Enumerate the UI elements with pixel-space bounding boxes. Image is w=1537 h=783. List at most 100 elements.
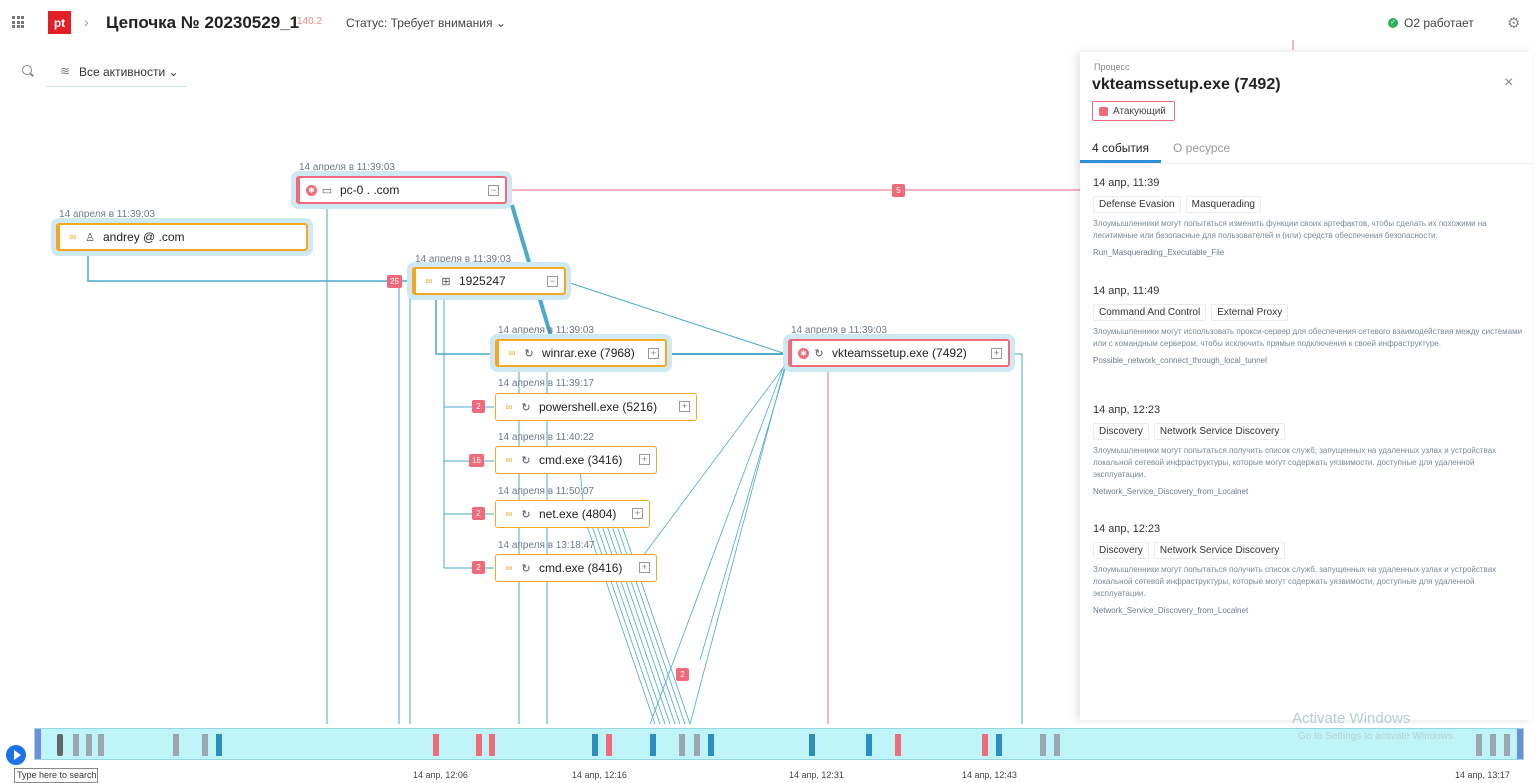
event-item[interactable]: 14 апр, 11:49 Command And Control Extern… xyxy=(1093,285,1525,365)
expand-icon[interactable]: + xyxy=(679,401,690,412)
node-pc[interactable]: ✱ ▭ pc-0 . .com − xyxy=(296,176,507,204)
process-icon: ↻ xyxy=(524,347,534,360)
node-cmd-8416[interactable]: ∞ ↻ cmd.exe (8416) + xyxy=(495,554,657,582)
timeline-event[interactable] xyxy=(202,734,208,756)
timeline-event[interactable] xyxy=(982,734,988,756)
expand-icon[interactable]: + xyxy=(648,348,659,359)
timeline-event[interactable] xyxy=(173,734,179,756)
timeline-event[interactable] xyxy=(592,734,598,756)
event-description: Злоумышленники могут попытаться получить… xyxy=(1093,446,1497,479)
edge-count-badge[interactable]: 2 xyxy=(676,668,689,681)
pt-logo[interactable]: pt xyxy=(48,11,71,34)
chevron-down-icon: ⌄ xyxy=(168,65,179,79)
edge-count-badge[interactable]: 2 xyxy=(472,400,485,413)
edge-count-badge[interactable]: 25 xyxy=(387,275,402,288)
process-icon: ↻ xyxy=(814,347,824,360)
check-circle-icon: ✓ xyxy=(1388,18,1398,28)
collapse-icon[interactable]: − xyxy=(488,185,499,196)
status-dropdown[interactable]: Статус: Требует внимания ⌄ xyxy=(346,16,506,30)
event-description: Злоумышленники могут использовать прокси… xyxy=(1093,327,1523,348)
system-status: ✓ O2 работает xyxy=(1388,16,1474,30)
score-badge: 140.2 xyxy=(297,16,323,27)
node-timestamp: 14 апреля в 11:39:03 xyxy=(59,209,155,220)
timeline-event[interactable] xyxy=(694,734,700,756)
timeline-event[interactable] xyxy=(679,734,685,756)
close-icon[interactable]: × xyxy=(1504,74,1514,91)
search-icon[interactable] xyxy=(22,65,32,75)
top-header: pt › Цепочка № 20230529_1 140.2 Статус: … xyxy=(0,0,1537,46)
user-risk-icon: ∞ xyxy=(425,275,433,287)
filter-underline xyxy=(46,86,186,87)
tab-resource[interactable]: О ресурсе xyxy=(1173,141,1231,155)
gear-icon[interactable]: ⚙ xyxy=(1507,15,1521,32)
event-description: Злоумышленники могут попытаться получить… xyxy=(1093,565,1497,598)
node-label: winrar.exe (7968) xyxy=(542,346,635,360)
timeline-event[interactable] xyxy=(73,734,79,756)
technique-tag: Masquerading xyxy=(1185,196,1261,213)
role-tag-label: Атакующий xyxy=(1113,105,1166,117)
expand-icon[interactable]: + xyxy=(639,454,650,465)
timeline-event[interactable] xyxy=(433,734,439,756)
tab-events[interactable]: 4 события xyxy=(1092,141,1150,155)
apps-grid-icon[interactable] xyxy=(12,16,24,28)
collapse-icon[interactable]: − xyxy=(547,276,558,287)
timeline-track[interactable] xyxy=(34,728,1524,760)
timeline-event[interactable] xyxy=(1504,734,1510,756)
technique-tag: Network Service Discovery xyxy=(1153,423,1286,440)
timeline-event[interactable] xyxy=(809,734,815,756)
timeline-event[interactable] xyxy=(996,734,1002,756)
expand-icon[interactable]: + xyxy=(639,562,650,573)
timeline-event[interactable] xyxy=(1490,734,1496,756)
timeline-cursor[interactable] xyxy=(57,734,63,756)
edge-count-badge[interactable]: 16 xyxy=(469,454,484,467)
node-timestamp: 14 апреля в 11:39:17 xyxy=(498,378,594,389)
timeline-event[interactable] xyxy=(476,734,482,756)
panel-type-label: Процесс xyxy=(1094,62,1130,72)
tab-divider xyxy=(1080,163,1532,164)
node-label: cmd.exe (8416) xyxy=(539,561,623,575)
timeline-event[interactable] xyxy=(866,734,872,756)
status-label: Статус: Требует внимания xyxy=(346,16,493,30)
node-label: powershell.exe (5216) xyxy=(539,400,658,414)
timeline-event[interactable] xyxy=(86,734,92,756)
node-timestamp: 14 апреля в 13:18:47 xyxy=(498,540,595,551)
timeline-event[interactable] xyxy=(489,734,495,756)
timeline-label: 14 апр, 12:31 xyxy=(789,770,844,780)
timeline-label: 14 апр, 12:06 xyxy=(413,770,468,780)
node-user[interactable]: ∞ ♙ andrey @ .com xyxy=(56,223,308,251)
node-vkteams[interactable]: ✱ ↻ vkteamssetup.exe (7492) + xyxy=(788,339,1010,367)
timeline-event[interactable] xyxy=(1040,734,1046,756)
process-icon: ↻ xyxy=(521,401,531,414)
event-item[interactable]: 14 апр, 12:23 Discovery Network Service … xyxy=(1093,523,1525,615)
expand-icon[interactable]: + xyxy=(632,508,643,519)
node-timestamp: 14 апреля в 11:40:22 xyxy=(498,432,594,443)
timeline-event[interactable] xyxy=(98,734,104,756)
node-cmd-3416[interactable]: ∞ ↻ cmd.exe (3416) + xyxy=(495,446,657,474)
node-winrar[interactable]: ∞ ↻ winrar.exe (7968) + xyxy=(495,339,667,367)
timeline-handle-right[interactable] xyxy=(1517,729,1523,759)
activity-filter-dropdown[interactable]: Все активности ⌄ xyxy=(79,65,179,79)
play-button[interactable] xyxy=(6,745,26,765)
event-description: Злоумышленники могут попытаться изменить… xyxy=(1093,219,1487,240)
event-item[interactable]: 14 апр, 11:39 Defense Evasion Masqueradi… xyxy=(1093,177,1525,257)
timeline-event[interactable] xyxy=(606,734,612,756)
timeline-event[interactable] xyxy=(1476,734,1482,756)
event-time: 14 апр, 12:23 xyxy=(1093,404,1161,416)
timeline-event[interactable] xyxy=(1054,734,1060,756)
timeline-event[interactable] xyxy=(708,734,714,756)
taskbar-search-input[interactable]: Type here to search xyxy=(14,768,98,783)
node-powershell[interactable]: ∞ ↻ powershell.exe (5216) + xyxy=(495,393,697,421)
edge-count-badge[interactable]: 2 xyxy=(472,561,485,574)
expand-icon[interactable]: + xyxy=(991,348,1002,359)
edge-count-badge[interactable]: 5 xyxy=(892,184,905,197)
timeline-event[interactable] xyxy=(895,734,901,756)
edge-count-badge[interactable]: 2 xyxy=(472,507,485,520)
timeline-event[interactable] xyxy=(216,734,222,756)
timeline-handle-left[interactable] xyxy=(35,729,41,759)
role-tag: Атакующий xyxy=(1092,101,1175,121)
node-host[interactable]: ∞ ⊞ 1925247 − xyxy=(412,267,566,295)
event-item[interactable]: 14 апр, 12:23 Discovery Network Service … xyxy=(1093,404,1525,496)
timeline-event[interactable] xyxy=(650,734,656,756)
node-net[interactable]: ∞ ↻ net.exe (4804) + xyxy=(495,500,650,528)
